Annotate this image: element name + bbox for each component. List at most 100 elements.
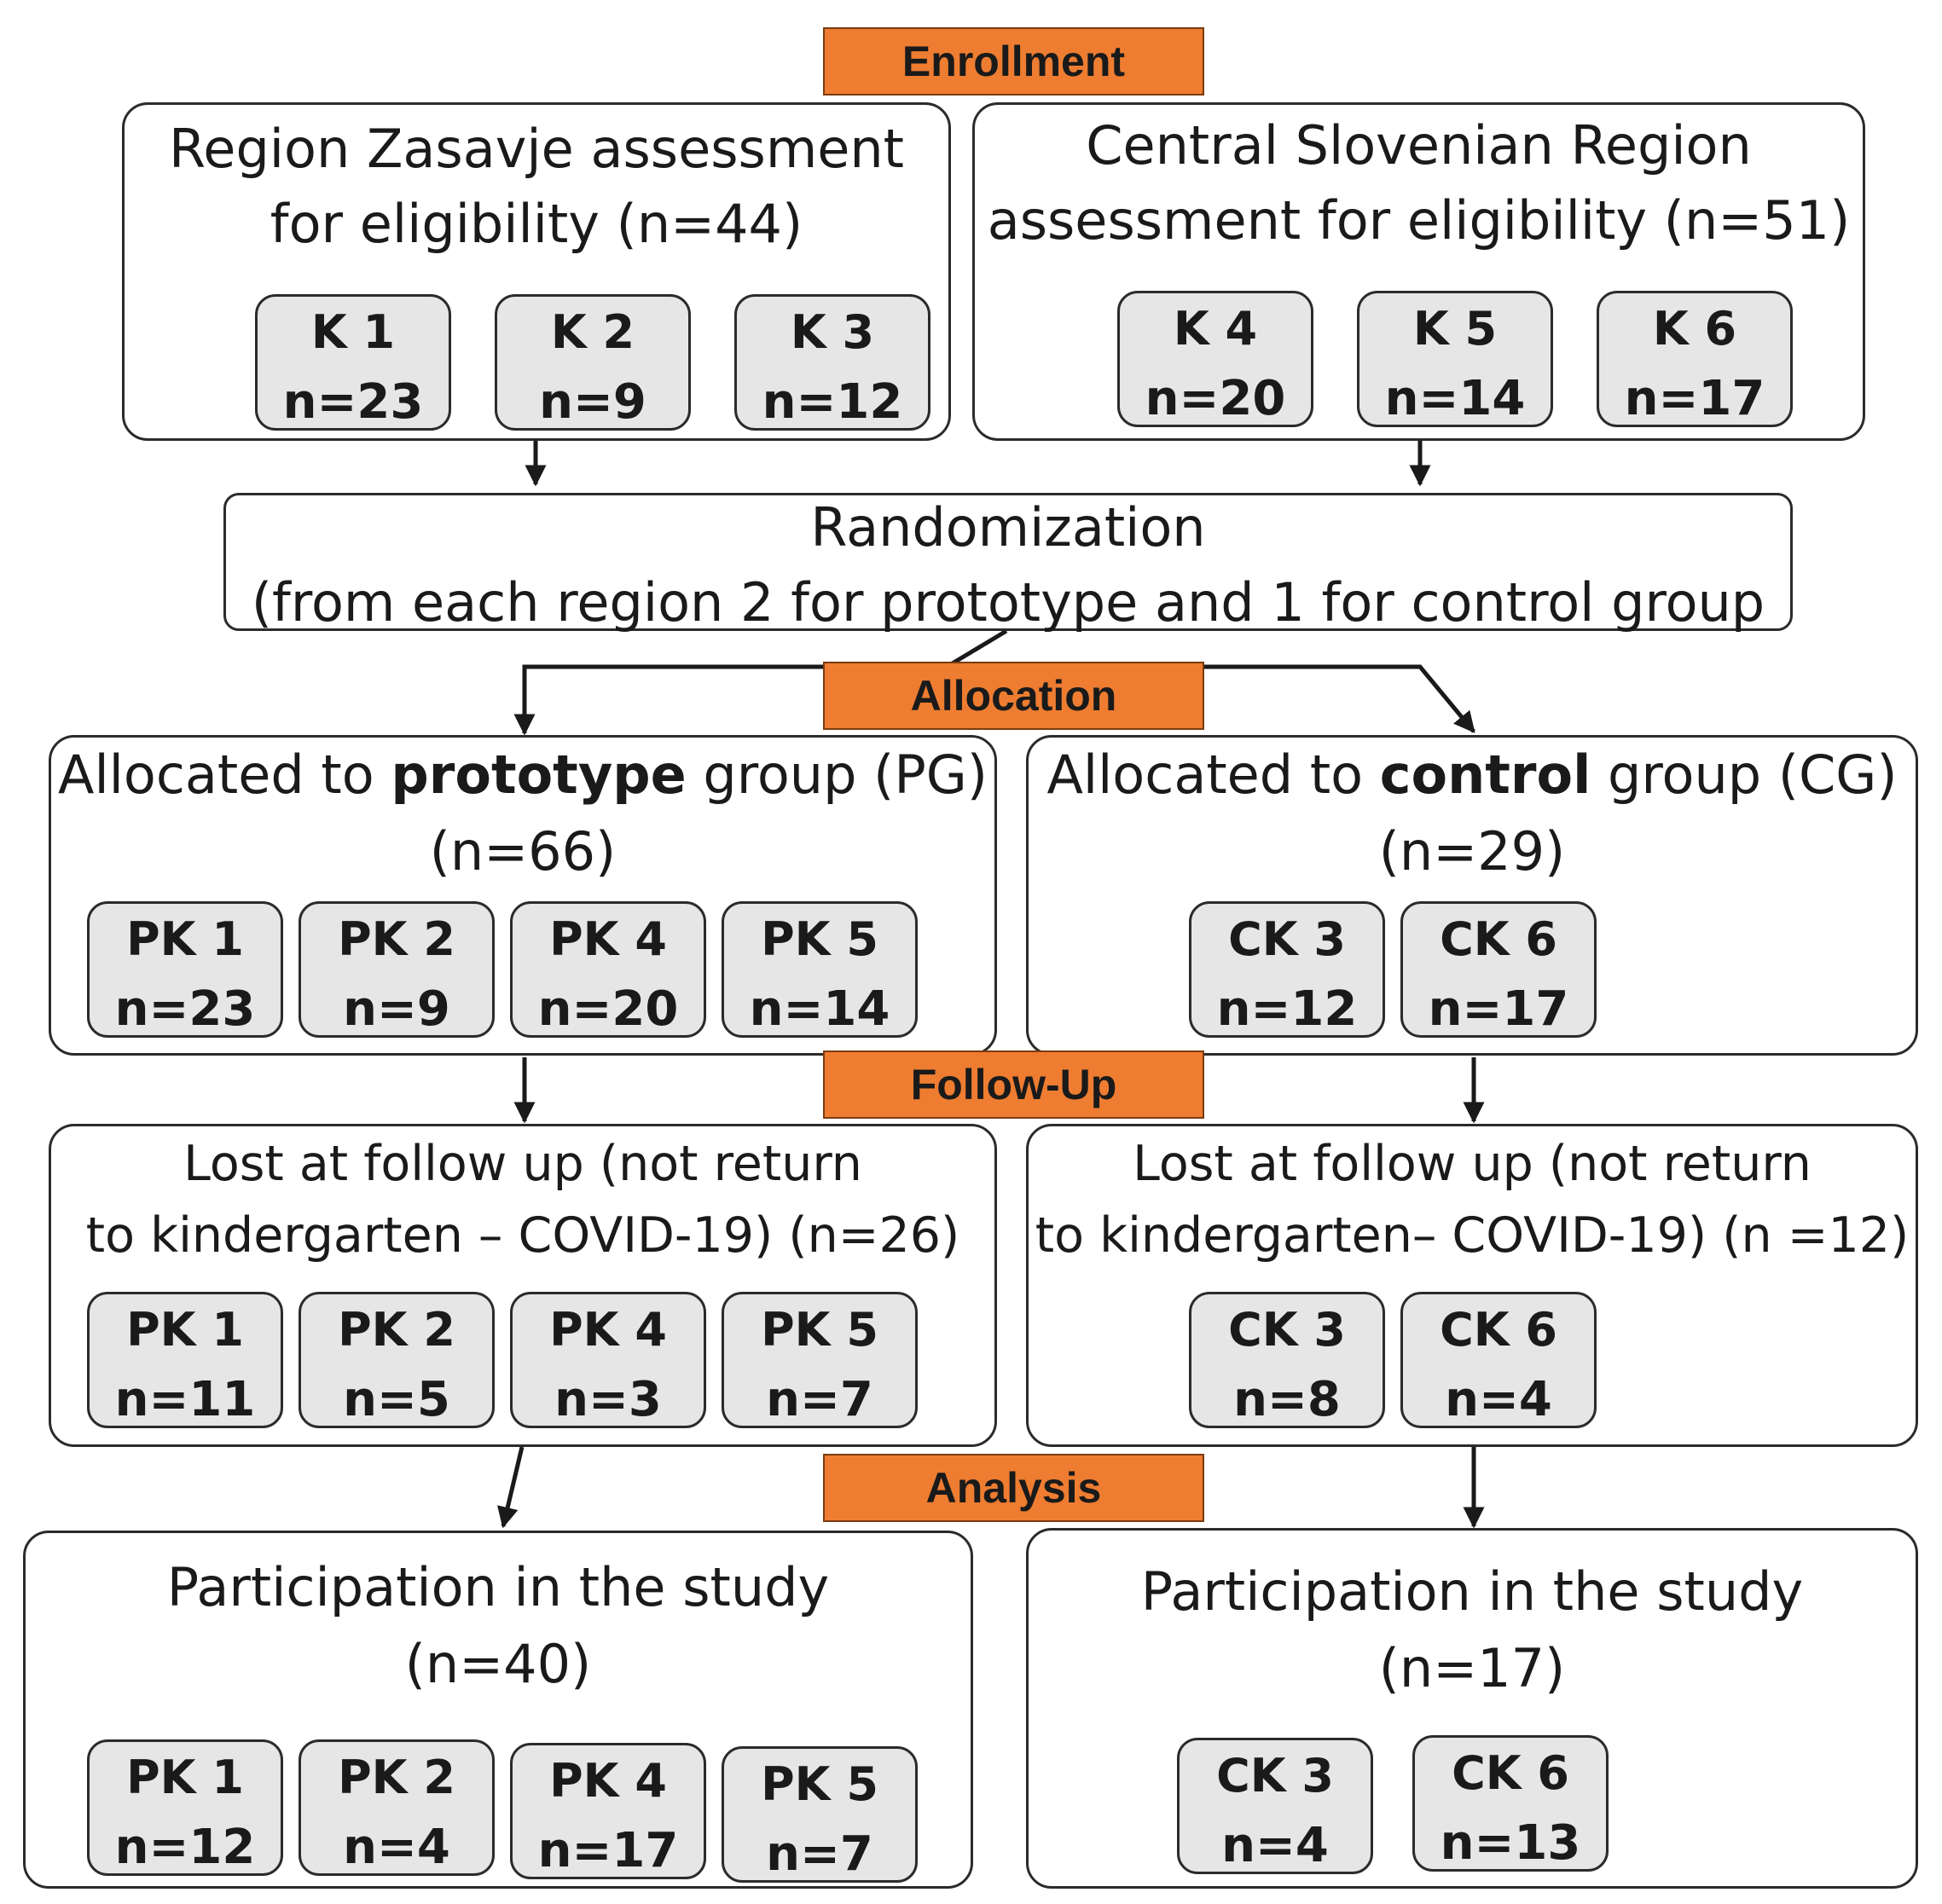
unit-count: n=12 [1216,981,1358,1037]
unit-label: PK 4 [549,1754,667,1808]
box-title-line1: Region Zasavje assessment [169,118,904,180]
unit-pk2: PK 2 n=4 [299,1739,495,1876]
allocation-prototype-box: Allocated to prototype group (PG) (n=66)… [49,735,997,1056]
unit-pk5: PK 5 n=7 [722,1746,918,1883]
followup-prototype-box: Lost at follow up (not return to kinderg… [49,1124,997,1447]
unit-count: n=23 [282,374,424,430]
randomization-title: Randomization [810,496,1206,558]
followup-control-box: Lost at follow up (not return to kinderg… [1026,1124,1918,1447]
unit-pk2: PK 2 n=5 [299,1292,495,1428]
unit-ck6: CK 6 n=13 [1412,1735,1609,1872]
arrow-rand-stem [945,628,1008,669]
unit-label: K 5 [1412,302,1498,356]
box-title-line2: (n=40) [404,1633,592,1695]
unit-label: K 2 [550,305,635,359]
unit-count: n=13 [1440,1815,1581,1871]
box-title-line2: for eligibility (n=44) [270,193,803,255]
title-suffix: group (PG) [686,744,988,806]
unit-count: n=17 [1624,371,1765,426]
unit-label: K 6 [1652,302,1737,356]
unit-count: n=7 [766,1372,873,1427]
unit-pk4: PK 4 n=3 [510,1292,706,1428]
unit-label: K 3 [790,305,875,359]
arrow-analysis-left [497,1446,525,1529]
title-suffix: group (CG) [1591,744,1898,806]
unit-k5: K 5 n=14 [1357,291,1553,427]
unit-count: n=9 [539,374,646,430]
arrow-alloc-left [513,664,947,736]
unit-label: PK 5 [761,1303,878,1357]
unit-pk4: PK 4 n=17 [510,1743,706,1879]
unit-label: PK 2 [338,1751,455,1804]
unit-label: PK 2 [338,912,455,966]
unit-count: n=12 [762,374,903,430]
unit-ck3: CK 3 n=12 [1189,901,1385,1038]
title-prefix: Allocated to [1046,744,1380,806]
box-title-line2: to kindergarten– COVID-19) (n =12) [1035,1207,1910,1264]
unit-label: PK 1 [126,912,244,966]
unit-count: n=7 [766,1826,873,1882]
unit-count: n=3 [554,1372,662,1427]
unit-label: PK 1 [126,1303,244,1357]
box-title-line1: Lost at follow up (not return [183,1136,862,1192]
unit-label: CK 3 [1216,1749,1334,1803]
unit-count: n=4 [1221,1818,1329,1873]
box-title-line2: (n=66) [429,820,617,883]
analysis-control-box: Participation in the study (n=17) CK 3 n… [1026,1528,1918,1889]
unit-label: PK 4 [549,912,667,966]
allocation-control-box: Allocated to control group (CG) (n=29) C… [1026,735,1918,1056]
unit-count: n=17 [1428,981,1569,1037]
unit-pk2: PK 2 n=9 [299,901,495,1038]
box-title-line1: Central Slovenian Region [1086,114,1752,177]
unit-k4: K 4 n=20 [1117,291,1313,427]
unit-pk5: PK 5 n=7 [722,1292,918,1428]
followup-banner: Follow-Up [823,1050,1204,1119]
allocation-banner: Allocation [823,662,1204,730]
unit-ck6: CK 6 n=4 [1400,1292,1597,1428]
box-title-line2: (n=29) [1378,820,1566,883]
unit-count: n=4 [1445,1372,1552,1427]
unit-k3: K 3 n=12 [734,294,930,431]
enrollment-central-box: Central Slovenian Region assessment for … [972,102,1865,441]
box-title-line1: Lost at follow up (not return [1133,1136,1812,1192]
title-prefix: Allocated to [58,744,391,806]
unit-pk5: PK 5 n=14 [722,901,918,1038]
box-title-line2: assessment for eligibility (n=51) [987,189,1851,252]
title-bold: control [1379,744,1591,806]
unit-ck6: CK 6 n=17 [1400,901,1597,1038]
box-title-line1: Participation in the study [166,1556,830,1618]
unit-count: n=23 [114,981,256,1037]
unit-pk1: PK 1 n=12 [87,1739,283,1876]
title-bold: prototype [391,744,687,806]
analysis-banner: Analysis [823,1454,1204,1522]
box-title-line2: (n=17) [1378,1637,1566,1699]
box-title-line2: to kindergarten – COVID-19) (n=26) [85,1207,960,1264]
unit-pk1: PK 1 n=11 [87,1292,283,1428]
unit-count: n=8 [1233,1372,1341,1427]
box-title-line1: Participation in the study [1140,1560,1804,1623]
unit-label: CK 6 [1452,1746,1569,1800]
unit-ck3: CK 3 n=4 [1177,1738,1373,1874]
unit-count: n=17 [537,1823,679,1878]
unit-count: n=14 [1384,371,1526,426]
unit-label: PK 2 [338,1303,455,1357]
unit-count: n=4 [343,1820,450,1875]
unit-pk1: PK 1 n=23 [87,901,283,1038]
unit-label: K 4 [1173,302,1258,356]
unit-label: PK 4 [549,1303,667,1357]
unit-label: CK 6 [1440,912,1557,966]
unit-count: n=11 [114,1372,256,1427]
unit-label: PK 1 [126,1751,244,1804]
unit-label: CK 3 [1228,912,1346,966]
unit-count: n=14 [749,981,890,1037]
unit-count: n=20 [537,981,679,1037]
enrollment-zasavje-box: Region Zasavje assessment for eligibilit… [122,102,951,441]
analysis-prototype-box: Participation in the study (n=40) PK 1 n… [23,1531,973,1889]
unit-label: CK 3 [1228,1303,1346,1357]
unit-count: n=20 [1145,371,1286,426]
allocation-prototype-title: Allocated to prototype group (PG) [51,738,994,813]
unit-count: n=12 [114,1820,256,1875]
unit-label: PK 5 [761,912,878,966]
unit-k2: K 2 n=9 [495,294,691,431]
unit-ck3: CK 3 n=8 [1189,1292,1385,1428]
